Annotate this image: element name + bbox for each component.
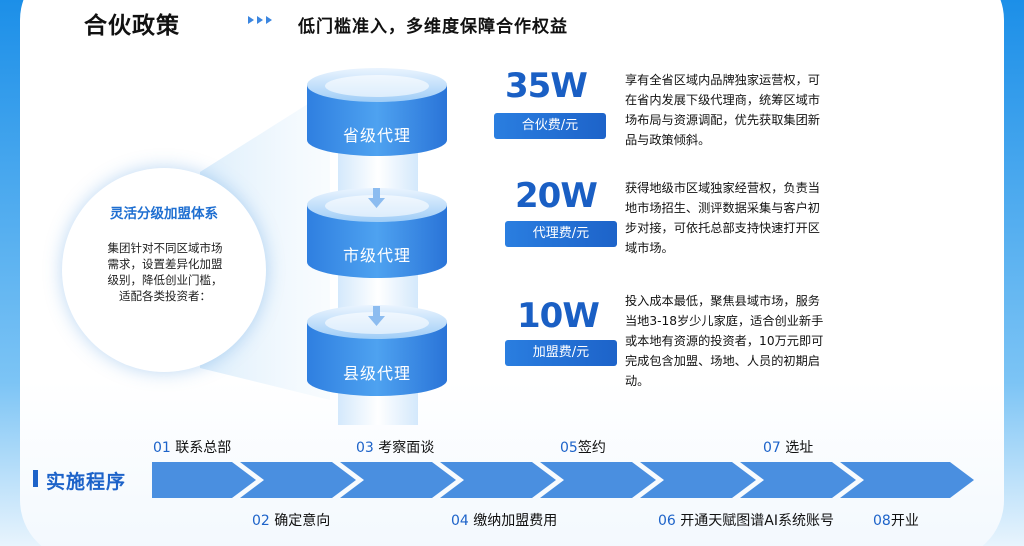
tier-description: 享有全省区域内品牌独家运营权，可在省内发展下级代理商，统筹区域市场布局与资源调配… bbox=[625, 73, 820, 147]
step-label: 开业 bbox=[890, 513, 919, 529]
tier-fee-badge: 代理费/元 bbox=[505, 221, 617, 247]
tier-label: 市级代理 bbox=[342, 246, 411, 265]
process-step: 06 开通天赋图谱AI系统账号 bbox=[658, 510, 834, 530]
page-title: 合伙政策 bbox=[84, 13, 180, 39]
tier-label: 省级代理 bbox=[342, 126, 411, 145]
step-number: 03 bbox=[356, 440, 374, 456]
intro-line: 适配各类投资者： bbox=[119, 289, 211, 303]
step-label: 签约 bbox=[577, 440, 606, 456]
triple-arrow-icon bbox=[248, 16, 272, 24]
tier-price: 10W bbox=[517, 296, 600, 336]
step-label: 开通天赋图谱AI系统账号 bbox=[680, 513, 834, 529]
cylinder-province bbox=[307, 68, 447, 156]
process-step: 01 联系总部 bbox=[153, 437, 231, 457]
step-chevron bbox=[740, 462, 856, 498]
step-label: 联系总部 bbox=[175, 440, 232, 456]
step-number: 06 bbox=[658, 513, 676, 529]
step-chevron bbox=[152, 462, 256, 498]
intro-title: 灵活分级加盟体系 bbox=[110, 206, 218, 222]
page-subtitle: 低门槛准入，多维度保障合作权益 bbox=[298, 17, 568, 37]
down-arrow-icon bbox=[368, 188, 385, 208]
process-step: 07 选址 bbox=[763, 437, 813, 457]
process-step: 05签约 bbox=[560, 437, 606, 457]
process-step: 08开业 bbox=[873, 510, 919, 530]
step-chevron bbox=[340, 462, 456, 498]
process-step: 02 确定意向 bbox=[252, 510, 330, 530]
process-title: 实施程序 bbox=[46, 471, 127, 493]
process-step: 03 考察面谈 bbox=[356, 437, 434, 457]
tier-fee-badge: 合伙费/元 bbox=[494, 113, 606, 139]
section-marker bbox=[33, 470, 38, 487]
tier-price: 20W bbox=[515, 176, 598, 216]
step-chevron bbox=[640, 462, 756, 498]
intro-circle: 灵活分级加盟体系 集团针对不同区域市场 需求，设置差异化加盟 级别，降低创业门槛… bbox=[62, 168, 266, 372]
step-number: 01 bbox=[153, 440, 171, 456]
step-label: 选址 bbox=[785, 440, 814, 456]
tier-description: 投入成本最低，聚焦县域市场，服务当地3-18岁少儿家庭，适合创业新手或本地有资源… bbox=[625, 294, 824, 388]
tier-label: 县级代理 bbox=[342, 364, 411, 383]
intro-line: 集团针对不同区域市场 bbox=[107, 241, 223, 255]
tier-price: 35W bbox=[505, 66, 588, 106]
tier-fee-badge: 加盟费/元 bbox=[505, 340, 617, 366]
step-label: 考察面谈 bbox=[378, 440, 435, 456]
step-chevron bbox=[240, 462, 356, 498]
step-chevron bbox=[840, 462, 974, 498]
step-chevron bbox=[540, 462, 656, 498]
tier-description: 获得地级市区域独家经营权，负责当地市场招生、测评数据采集与客户初步对接，可依托总… bbox=[625, 181, 820, 255]
step-number: 08 bbox=[873, 513, 891, 529]
step-label: 确定意向 bbox=[274, 513, 331, 529]
step-label: 缴纳加盟费用 bbox=[473, 513, 558, 529]
process-step: 04 缴纳加盟费用 bbox=[451, 510, 557, 530]
step-number: 05 bbox=[560, 440, 578, 456]
intro-line: 级别，降低创业门槛， bbox=[107, 273, 223, 287]
down-arrow-icon bbox=[368, 306, 385, 326]
step-number: 02 bbox=[252, 513, 270, 529]
step-chevron bbox=[440, 462, 556, 498]
intro-line: 需求，设置差异化加盟 bbox=[107, 257, 223, 271]
intro-body: 集团针对不同区域市场 需求，设置差异化加盟 级别，降低创业门槛， 适配各类投资者… bbox=[80, 240, 250, 304]
step-number: 07 bbox=[763, 440, 781, 456]
step-number: 04 bbox=[451, 513, 469, 529]
